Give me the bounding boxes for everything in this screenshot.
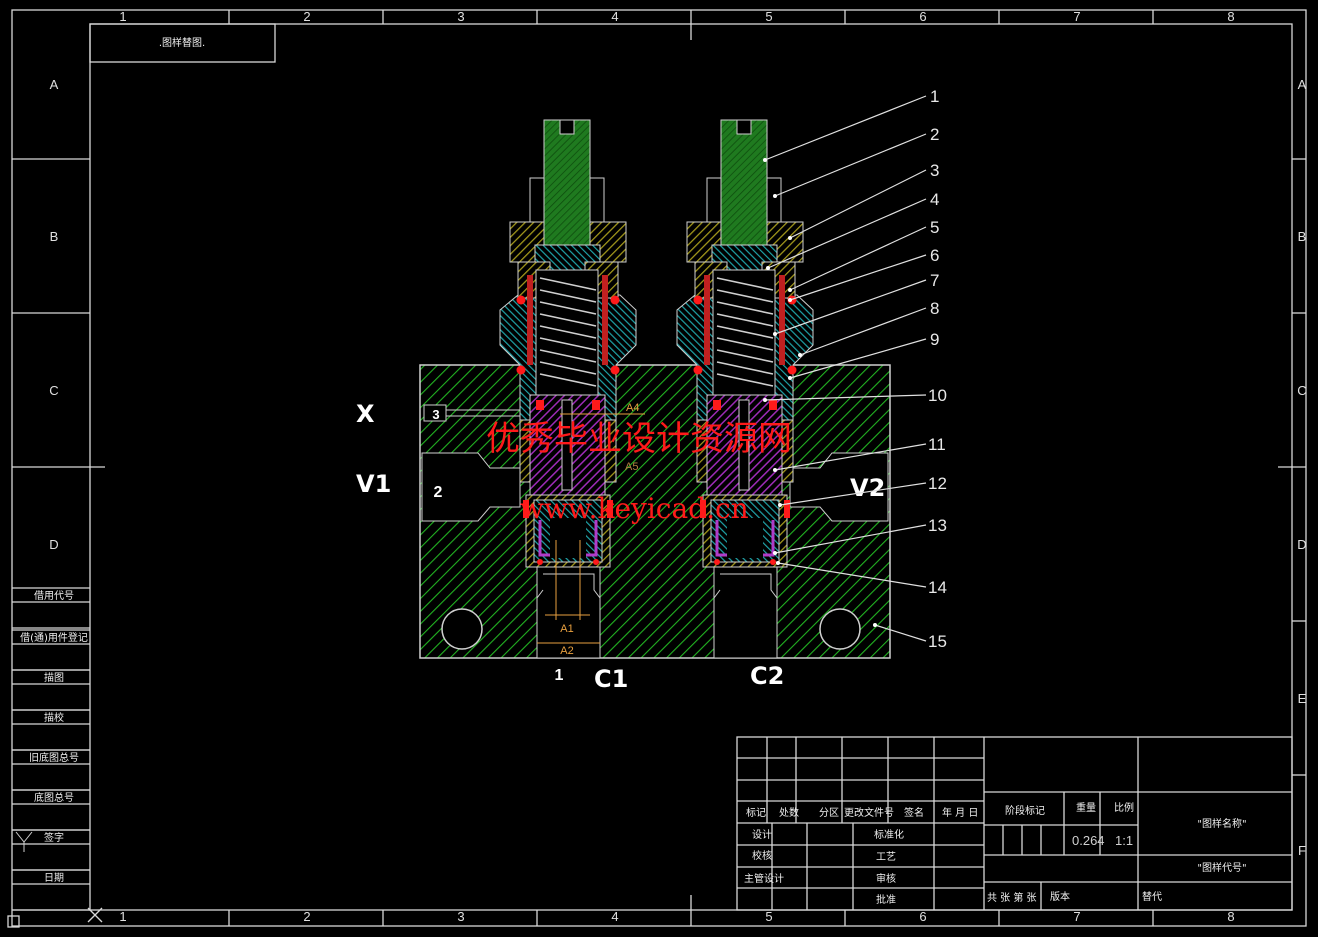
column-label-top-6: 6: [919, 9, 926, 24]
part-number-4: 4: [930, 190, 939, 209]
tb-review: 审核: [876, 872, 896, 885]
cartridge-valve-1: [499, 119, 637, 659]
column-label-bottom-8: 8: [1227, 909, 1234, 924]
part-number-15: 15: [928, 632, 947, 651]
part-number-10: 10: [928, 386, 947, 405]
mounting-hole-right: [819, 608, 861, 650]
part-number-2: 2: [930, 125, 939, 144]
part-number-12: 12: [928, 474, 947, 493]
watermark-url: www.keyicad.cn: [520, 492, 749, 525]
part-number-14: 14: [928, 578, 947, 597]
column-label-bottom-1: 1: [119, 909, 126, 924]
tb-drawing-name: "图样名称": [1197, 817, 1246, 830]
dim-a1: A1: [560, 623, 573, 635]
watermark-title: 优秀毕业设计资源网: [486, 419, 792, 459]
column-label-top-2: 2: [303, 9, 310, 24]
tb-process: 工艺: [876, 851, 896, 863]
column-label-bottom-3: 3: [457, 909, 464, 924]
row-label-c: C: [49, 383, 58, 398]
tb-version: 版本: [1050, 890, 1070, 903]
part-number-7: 7: [930, 271, 939, 290]
tb-zone: 分区: [819, 807, 839, 819]
port-label-v2: V2: [850, 474, 885, 502]
side-table-label: 描图: [44, 671, 64, 684]
part-number-11: 11: [928, 435, 946, 454]
part-number-3: 3: [930, 161, 939, 180]
tb-chief: 主管设计: [744, 872, 784, 885]
column-label-bottom-5: 5: [765, 909, 772, 924]
mounting-hole-left: [441, 608, 483, 650]
cartridge-valve-2: [676, 119, 814, 659]
tb-stage: 阶段标记: [1005, 804, 1045, 817]
tb-replace: 替代: [1142, 890, 1162, 903]
column-label-top-3: 3: [457, 9, 464, 24]
tb-drawing-code: "图样代号": [1197, 861, 1246, 874]
column-label-top-4: 4: [611, 9, 618, 24]
tb-mark: 标记: [746, 807, 766, 819]
part-number-1: 1: [930, 87, 939, 106]
column-label-bottom-7: 7: [1073, 909, 1080, 924]
part-number-13: 13: [928, 516, 947, 535]
part-number-9: 9: [930, 330, 939, 349]
part-number-5: 5: [930, 218, 939, 237]
part-number-8: 8: [930, 299, 939, 318]
tb-scale: 1:1: [1115, 833, 1133, 848]
side-table-label: 描校: [44, 711, 64, 724]
dim-a2: A2: [560, 645, 573, 657]
port-number-3: 3: [432, 407, 439, 422]
tb-check: 校核: [752, 849, 772, 862]
column-label-top-5: 5: [765, 9, 772, 24]
column-label-bottom-6: 6: [919, 909, 926, 924]
row-label-right-b: B: [1298, 229, 1307, 244]
port-number-2: 2: [434, 484, 443, 501]
port-label-c1: C1: [594, 665, 628, 693]
side-table-label: 借用代号: [34, 590, 74, 602]
tb-sheets: 共 张 第 张: [987, 891, 1037, 904]
port-label-c2: C2: [750, 662, 784, 690]
row-label-right-c: C: [1297, 383, 1306, 398]
tb-sign: 签名: [904, 806, 924, 819]
dim-a4: A4: [626, 402, 639, 414]
column-label-top-8: 8: [1227, 9, 1234, 24]
row-label-a: A: [50, 77, 59, 92]
row-label-right-f: F: [1298, 843, 1306, 858]
tb-standard: 标准化: [874, 828, 904, 841]
y-mark-icon: [15, 831, 33, 852]
tb-approve: 批准: [876, 893, 896, 906]
column-label-bottom-4: 4: [611, 909, 618, 924]
tb-weight-label: 重量: [1076, 801, 1096, 814]
title-block: 标记 处数 分区 更改文件号 签名 年 月 日 设计 标准化 校核 工艺 主管设…: [736, 736, 1293, 911]
tb-design: 设计: [752, 828, 772, 841]
row-label-b: B: [50, 229, 59, 244]
tb-weight: 0.264: [1072, 833, 1105, 848]
tb-count: 处数: [779, 806, 799, 819]
side-table-label: 日期: [44, 872, 64, 884]
side-table-label: 底图总号: [34, 791, 74, 804]
column-label-top-1: 1: [119, 9, 126, 24]
part-number-6: 6: [930, 246, 939, 265]
dimensions: [537, 413, 645, 644]
valve-block: [419, 364, 891, 659]
top-left-box-label: .图样替图.: [159, 36, 205, 49]
top-left-box: [89, 23, 276, 63]
side-table-label: 签字: [44, 831, 64, 844]
side-table-label: 旧底图总号: [29, 751, 79, 764]
column-label-top-7: 7: [1073, 9, 1080, 24]
row-label-d: D: [49, 537, 58, 552]
tb-scale-label: 比例: [1114, 801, 1134, 814]
tb-date: 年 月 日: [942, 806, 978, 819]
column-label-bottom-2: 2: [303, 909, 310, 924]
row-label-right-d: D: [1297, 537, 1306, 552]
port-label-v1: V1: [356, 470, 391, 498]
tb-doc: 更改文件号: [844, 806, 894, 819]
row-label-right-a: A: [1298, 77, 1307, 92]
port-number-1: 1: [555, 667, 564, 684]
row-label-right-e: E: [1298, 691, 1307, 706]
port-label-x: X: [356, 400, 375, 428]
dim-a5: A5: [625, 461, 638, 473]
side-table-label: 借(通)用件登记: [20, 631, 88, 644]
